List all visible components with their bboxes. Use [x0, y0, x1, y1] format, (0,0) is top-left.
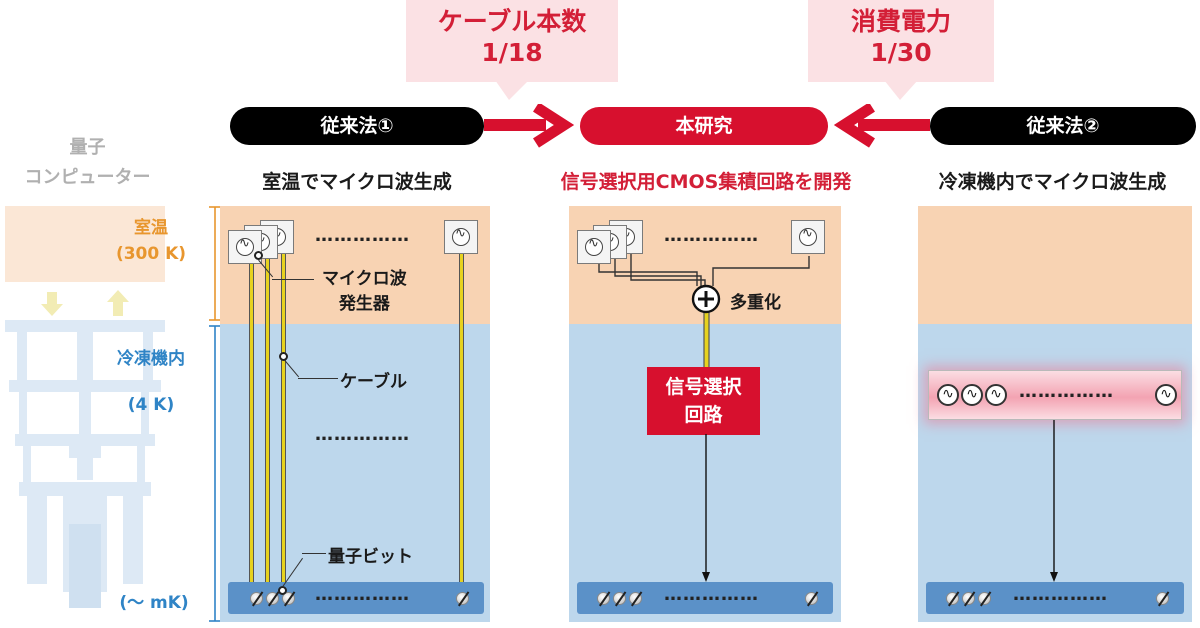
multiplex-label: 多重化 — [730, 293, 781, 313]
this-work-pill: 本研究 — [580, 107, 828, 145]
microwave-generator — [228, 230, 262, 264]
cable — [265, 252, 270, 588]
ellipsis-generators: …………… — [664, 225, 759, 246]
power-callout: 消費電力 1/30 — [808, 0, 994, 82]
qubit-array: …………… — [926, 582, 1184, 614]
oscillator-icon — [452, 226, 470, 246]
conventional-method-1-heading: 室温でマイクロ波生成 — [262, 171, 452, 193]
conventional-method-1-pill: 従来法① — [230, 107, 484, 145]
oscillator-icon: ∿ — [937, 384, 959, 406]
generator-output-arrow — [1050, 420, 1058, 582]
cable — [249, 252, 254, 588]
conventional-method-1-panel: …………… …………… …………… — [220, 206, 490, 622]
cryostat-label: 冷凍機内 (4 K) — [117, 349, 185, 415]
temperature-scale-bracket — [209, 206, 221, 622]
oscillator-icon — [236, 236, 254, 256]
conventional-method-2-heading: 冷凍機内でマイクロ波生成 — [938, 171, 1167, 193]
signal-selector-circuit: 信号選択 回路 — [647, 367, 760, 435]
qubit-label: 量子ビット — [328, 547, 413, 567]
cryogenic-generator-array: ∿ ∿ ∿ …………… ∿ — [928, 370, 1182, 420]
quantum-computer-title: 量子 コンピューター — [24, 137, 151, 188]
cable-callout-pointer — [495, 80, 529, 100]
selector-output-arrow — [702, 434, 710, 582]
oscillator-icon: ∿ — [985, 384, 1007, 406]
qubit-array: …………… — [228, 582, 484, 614]
ellipsis-qubits: …………… — [664, 584, 759, 605]
qubit-leader — [302, 553, 326, 555]
room-temperature-zone — [918, 206, 1192, 324]
ellipsis-qubits: …………… — [1013, 584, 1108, 605]
qubit-icon — [805, 592, 818, 605]
generator-leader-pin — [254, 251, 263, 260]
ellipsis-generators: …………… — [315, 225, 410, 246]
plus-circle-icon — [691, 284, 721, 314]
arrow-left-icon — [833, 104, 930, 148]
power-title: 消費電力 — [850, 7, 951, 36]
oscillator-icon: ∿ — [1155, 384, 1177, 406]
ellipsis-qubits: …………… — [315, 584, 410, 605]
cable-leader — [298, 378, 338, 380]
qubit-icon — [1156, 592, 1169, 605]
generator-leader — [272, 279, 314, 281]
qubit-icon — [282, 592, 295, 605]
cable-label: ケーブル — [340, 372, 407, 392]
conventional-method-2-panel: ∿ ∿ ∿ …………… ∿ …………… — [918, 206, 1192, 622]
qubit-icon — [597, 592, 610, 605]
qubit-array: …………… — [577, 582, 833, 614]
this-work-heading: 信号選択用CMOS集積回路を開発 — [560, 171, 852, 193]
cable-count-value: 1/18 — [481, 38, 543, 67]
microwave-generator — [577, 230, 611, 264]
qubit-icon — [456, 592, 469, 605]
ellipsis-generators: …………… — [1019, 381, 1114, 402]
microwave-generator — [791, 220, 825, 254]
cable-leader-pin — [279, 352, 288, 361]
qubit-icon — [266, 592, 279, 605]
qubit-icon — [613, 592, 626, 605]
qubit-icon — [978, 592, 991, 605]
cryostat-illustration — [5, 206, 165, 608]
room-temperature-label: 室温 (300 K) — [115, 218, 187, 264]
microwave-generator — [444, 220, 478, 254]
cable-count-callout: ケーブル本数 1/18 — [406, 0, 618, 82]
power-callout-pointer — [884, 80, 918, 100]
oscillator-icon: ∿ — [961, 384, 983, 406]
qubit-icon — [629, 592, 642, 605]
millikelvin-label: (～ mK) — [119, 593, 189, 613]
cable — [459, 252, 464, 588]
oscillator-icon — [585, 236, 603, 256]
this-work-panel: …………… 信号選択 回路 …………… — [569, 206, 841, 622]
cable — [281, 252, 286, 588]
ellipsis-cables: …………… — [315, 424, 410, 445]
qubit-icon — [250, 592, 263, 605]
power-value: 1/30 — [870, 38, 932, 67]
qubit-icon — [962, 592, 975, 605]
cable-count-title: ケーブル本数 — [437, 7, 587, 36]
qubit-icon — [946, 592, 959, 605]
oscillator-icon — [799, 226, 817, 246]
arrow-right-icon — [484, 104, 575, 148]
microwave-generator-label: マイクロ波 発生器 — [322, 269, 407, 314]
conventional-method-2-pill: 従来法② — [930, 107, 1196, 145]
